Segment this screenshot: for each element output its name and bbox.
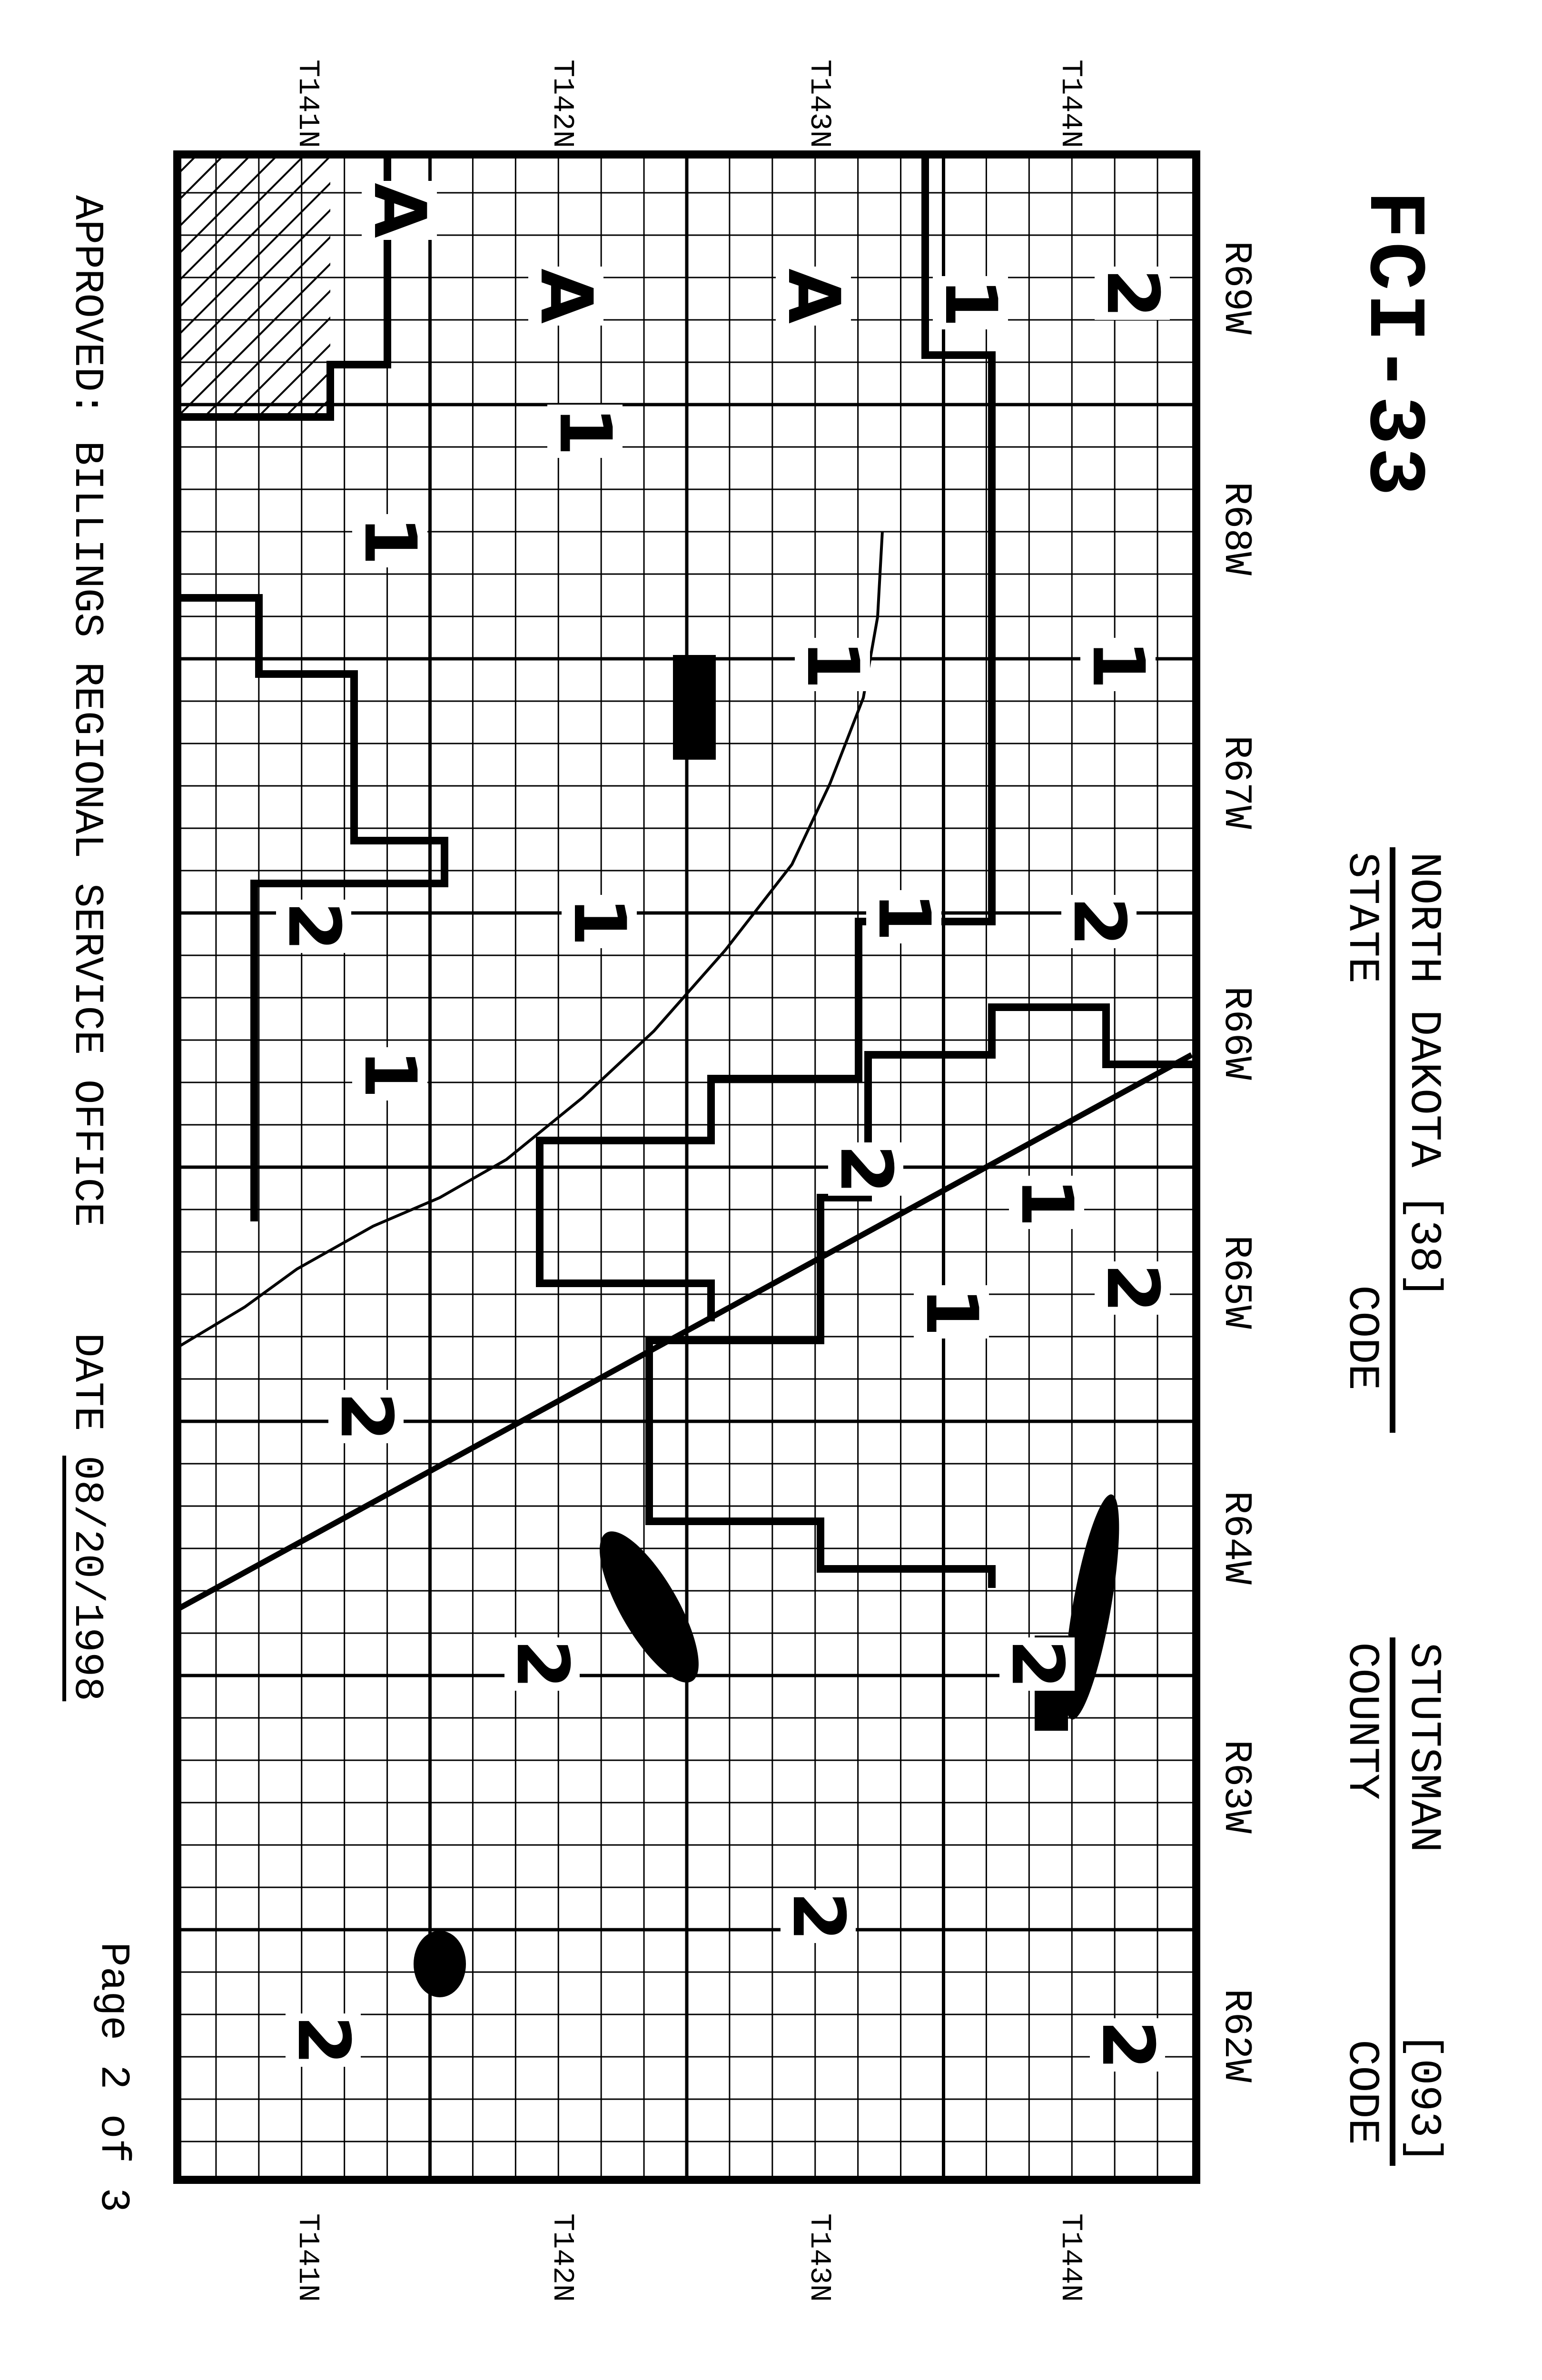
hatched-area	[173, 150, 330, 417]
zone-label-2: 2	[282, 2013, 365, 2067]
range-label-r63w: R63W	[1214, 1740, 1258, 1834]
zone-label-2: 2	[824, 1142, 907, 1196]
county-underline	[1390, 1637, 1395, 2166]
township-label-t142n-bottom: T142N	[545, 2213, 579, 2302]
zone-label-2: 2	[777, 1890, 860, 1944]
range-label-r64w: R64W	[1214, 1491, 1258, 1585]
zone-label-1: 1	[1077, 638, 1159, 692]
township-label-t144n-top: T144N	[1054, 60, 1087, 149]
zone-label-1: 1	[929, 276, 1012, 330]
zone-label-a: A	[772, 267, 855, 326]
page-number: Page 2 of 3	[90, 1942, 137, 2212]
zone-label-2: 2	[325, 1390, 407, 1444]
zone-boundaries	[173, 150, 1200, 1588]
zone-label-1: 1	[862, 890, 945, 944]
state-name: NORTH DAKOTA [38]	[1399, 852, 1449, 1299]
zone-label-2: 2	[1086, 2018, 1169, 2072]
zone-label-1: 1	[544, 405, 626, 458]
township-section-map	[173, 150, 1200, 2184]
range-label-r69w: R69W	[1214, 241, 1258, 335]
date-value: 08/20/1998	[64, 1456, 110, 1702]
township-label-t143n-top: T143N	[802, 60, 836, 149]
range-label-r65w: R65W	[1214, 1235, 1258, 1329]
zone-label-1: 1	[910, 1285, 993, 1339]
date-label: DATE	[64, 1333, 110, 1431]
range-label-r62w: R62W	[1214, 1989, 1258, 2082]
section-grid	[173, 150, 1200, 2184]
map-frame	[173, 150, 1200, 2184]
township-label-t143n-bottom: T143N	[802, 2213, 836, 2302]
range-label-r68w: R68W	[1214, 482, 1258, 575]
state-name-text: NORTH DAKOTA	[1399, 852, 1449, 1168]
approval-date: DATE 08/20/1998	[64, 1333, 110, 1702]
range-label-r66w: R66W	[1214, 986, 1258, 1080]
zone-label-2: 2	[996, 1637, 1078, 1691]
county-label: COUNTY	[1337, 1642, 1387, 1800]
river	[173, 531, 884, 1351]
county-code-label: CODE	[1337, 2040, 1387, 2145]
zone-label-a: A	[358, 181, 441, 240]
county-name: STUTSMAN	[1399, 1642, 1449, 1853]
township-label-t142n-top: T142N	[545, 60, 579, 149]
state-code-label: CODE	[1337, 1285, 1387, 1390]
township-label-t141n-top: T141N	[291, 60, 325, 149]
state-label: STATE	[1337, 852, 1387, 984]
township-label-t144n-bottom: T144N	[1054, 2213, 1087, 2302]
state-underline	[1390, 847, 1395, 1433]
document-title: FCI-33	[1346, 190, 1438, 499]
zone-label-2: 2	[1058, 895, 1140, 949]
zone-label-1: 1	[348, 514, 431, 568]
zone-label-2: 2	[501, 1637, 583, 1691]
county-code: [093]	[1399, 2033, 1449, 2164]
zone-label-a: A	[524, 267, 607, 326]
zone-label-2: 2	[1091, 1261, 1174, 1315]
zone-label-1: 1	[348, 1047, 431, 1101]
zone-label-1: 1	[558, 895, 641, 949]
state-code: [38]	[1399, 1193, 1449, 1299]
zone-label-1: 1	[1005, 1176, 1088, 1230]
approval-text: APPROVED: BILLINGS REGIONAL SERVICE OFFI…	[64, 195, 110, 1227]
railroad-line	[177, 1052, 1193, 1612]
zone-label-2: 2	[272, 900, 355, 953]
zone-label-1: 1	[791, 638, 874, 692]
range-label-r67w: R67W	[1214, 735, 1258, 829]
township-label-t141n-bottom: T141N	[291, 2213, 325, 2302]
zone-label-2: 2	[1091, 267, 1174, 320]
